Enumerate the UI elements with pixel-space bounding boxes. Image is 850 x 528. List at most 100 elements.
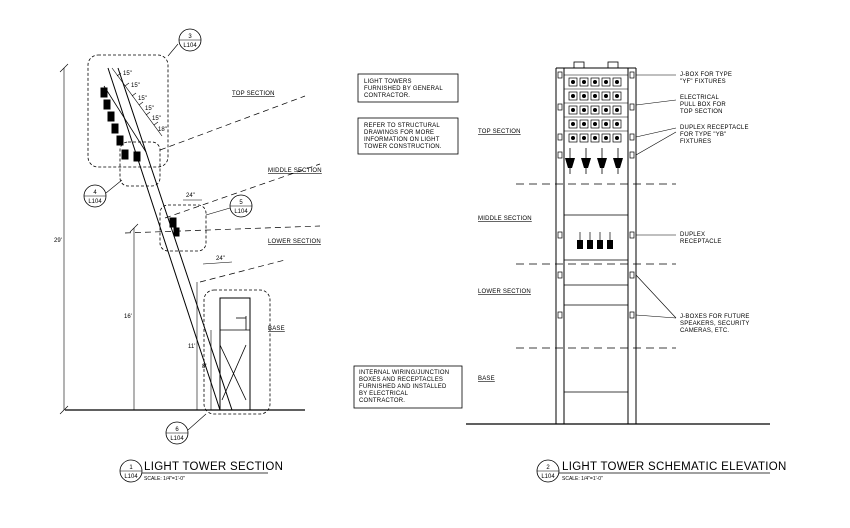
yf-lamp-icon [582,80,586,84]
yf-lamp-icon [615,94,619,98]
svg-text:BOXES AND RECEPTACLES: BOXES AND RECEPTACLES [359,377,443,383]
dim-total: 29' [54,238,62,244]
svg-text:LIGHT TOWERS: LIGHT TOWERS [364,79,412,85]
dim-base: 8' [202,364,206,370]
yf-lamp-icon [582,108,586,112]
svg-text:J-BOXES FOR FUTURE: J-BOXES FOR FUTURE [680,314,750,320]
svg-text:DRAWINGS FOR MORE: DRAWINGS FOR MORE [364,130,434,136]
yf-lamp-icon [582,94,586,98]
svg-text:FURNISHED BY GENERAL: FURNISHED BY GENERAL [364,86,443,92]
elevation-view [466,61,770,425]
svg-text:TOP SECTION: TOP SECTION [680,109,723,115]
pendant-fixture-icon [587,240,593,249]
yf-lamp-icon [571,80,575,84]
yf-lamp-icon [571,136,575,140]
yf-lamp-icon [593,94,597,98]
svg-text:2: 2 [546,465,550,471]
label-top-section-left: TOP SECTION [232,91,275,97]
section-title-block: 1 L104 LIGHT TOWER SECTION SCALE: 1/4"=1… [119,459,283,483]
dim-spacing-5: 15" [152,116,161,122]
pendant-fixture-icon [607,240,613,249]
svg-text:CONTRACTOR.: CONTRACTOR. [359,398,405,404]
yf-lamp-icon [615,80,619,84]
dim-inner: 11' [188,344,195,350]
label-middle-section-right: MIDDLE SECTION [478,216,532,222]
callout-duplex: DUPLEX RECEPTACLE [680,232,722,245]
dim-spacing-1: 15" [123,71,132,77]
callout-jbox: J-BOX FOR TYPE "YF" FIXTURES [680,72,732,85]
section-view [59,54,321,415]
elevation-scale: SCALE: 1/4"=1'-0" [562,476,603,482]
svg-text:6: 6 [175,427,179,433]
svg-text:1: 1 [129,465,133,471]
detail-tag-6[interactable]: 6 L104 [165,413,207,445]
yf-lamp-icon [604,122,608,126]
note-box-2: REFER TO STRUCTURAL DRAWINGS FOR MORE IN… [357,117,459,155]
svg-text:TOWER CONSTRUCTION.: TOWER CONSTRUCTION. [364,144,442,150]
dim-mid: 16' [124,314,132,320]
yf-lamp-icon [615,108,619,112]
dim-spacing-4: 15" [145,106,154,112]
yf-lamp-icon [571,122,575,126]
svg-text:BY ELECTRICAL: BY ELECTRICAL [359,391,409,397]
label-middle-section-left: MIDDLE SECTION [268,168,322,174]
yf-lamp-icon [604,80,608,84]
fixture-group [100,87,180,237]
yb-fixture-icon [581,158,591,168]
callout-future: J-BOXES FOR FUTURE SPEAKERS, SECURITY CA… [680,314,750,334]
svg-text:CAMERAS, ETC.: CAMERAS, ETC. [680,328,729,334]
section-title: LIGHT TOWER SECTION [144,461,283,473]
pendant-fixture-icon [597,240,603,249]
fixture-grid [564,74,628,249]
label-top-section-right: TOP SECTION [478,129,521,135]
yf-lamp-icon [571,108,575,112]
pendant-fixture-icon [577,240,583,249]
label-lower-section-left: LOWER SECTION [268,239,321,245]
detail-tag-3[interactable]: 3 L104 [167,28,202,57]
svg-text:INFORMATION ON LIGHT: INFORMATION ON LIGHT [364,137,440,143]
detail-tag-5[interactable]: 5 L104 [205,194,253,218]
svg-text:FIXTURES: FIXTURES [680,139,711,145]
callout-duplex-yb: DUPLEX RECEPTACLE FOR TYPE "YB" FIXTURES [680,125,749,145]
yb-fixture-icon [597,158,607,168]
svg-text:L104: L104 [88,199,102,205]
section-scale: SCALE: 1/4"=1'-0" [144,476,185,482]
svg-text:"YF" FIXTURES: "YF" FIXTURES [680,79,726,85]
svg-text:L104: L104 [183,43,197,49]
svg-text:PULL BOX FOR: PULL BOX FOR [680,102,726,108]
dim-spacing-6: 18" [158,127,167,133]
callout-pullbox: ELECTRICAL PULL BOX FOR TOP SECTION [680,95,726,115]
yf-lamp-icon [615,122,619,126]
svg-text:FOR TYPE "YB": FOR TYPE "YB" [680,132,726,138]
svg-text:5: 5 [239,200,243,206]
label-base-right: BASE [478,376,495,382]
svg-text:L104: L104 [124,474,138,480]
dim-spacing-2: 15" [131,83,140,89]
svg-text:4: 4 [93,190,97,196]
yf-lamp-icon [593,80,597,84]
label-base-left: BASE [268,326,285,332]
svg-text:L104: L104 [170,436,184,442]
yf-lamp-icon [593,108,597,112]
dim-arm-upper: 24" [186,193,195,199]
elevation-title-block: 2 L104 LIGHT TOWER SCHEMATIC ELEVATION S… [536,459,787,483]
svg-text:L104: L104 [541,474,555,480]
yf-lamp-icon [615,136,619,140]
svg-text:DUPLEX RECEPTACLE: DUPLEX RECEPTACLE [680,125,749,131]
elevation-title: LIGHT TOWER SCHEMATIC ELEVATION [562,461,787,473]
label-lower-section-right: LOWER SECTION [478,289,531,295]
svg-text:3: 3 [188,34,192,40]
detail-tag-4[interactable]: 4 L104 [83,179,123,208]
dim-spacing-3: 15" [138,96,147,102]
note-box-1: LIGHT TOWERS FURNISHED BY GENERAL CONTRA… [357,73,459,103]
note-box-3: INTERNAL WIRING/JUNCTION BOXES AND RECEP… [353,365,463,409]
svg-text:FURNISHED AND INSTALLED: FURNISHED AND INSTALLED [359,384,447,390]
yf-lamp-icon [593,122,597,126]
yb-fixture-icon [613,158,623,168]
svg-text:DUPLEX: DUPLEX [680,232,705,238]
yf-lamp-icon [593,136,597,140]
svg-text:RECEPTACLE: RECEPTACLE [680,239,722,245]
yf-lamp-icon [604,94,608,98]
yf-lamp-icon [604,108,608,112]
